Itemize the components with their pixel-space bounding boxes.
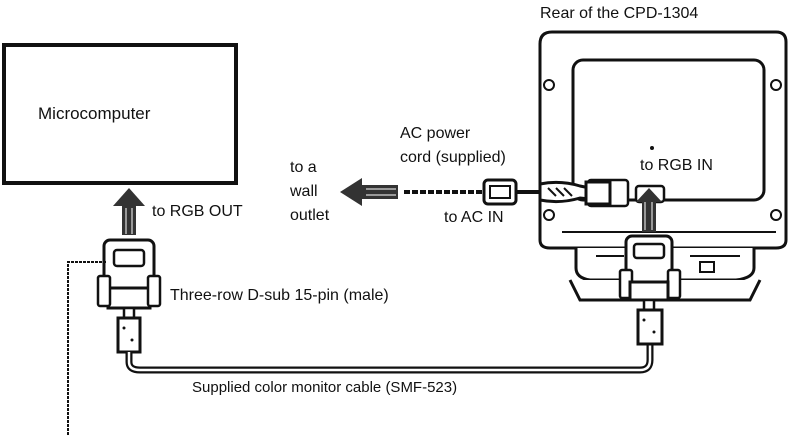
wall-outlet-line-2: wall [290, 183, 318, 200]
rgb-out-label: to RGB OUT [152, 203, 243, 220]
microcomputer-box [2, 43, 238, 185]
right-dsub-connector [618, 188, 682, 346]
power-cord-line-2: cord (supplied) [400, 149, 506, 166]
connector-label: Three-row D-sub 15-pin (male) [170, 287, 389, 304]
left-dsub-connector [96, 238, 162, 354]
wall-outlet-line-1: to a [290, 159, 317, 176]
leader-line [67, 261, 106, 436]
power-cord-line-1: AC power [400, 125, 471, 142]
microcomputer-label: Microcomputer [38, 104, 151, 123]
ac-power-plug [482, 178, 612, 206]
rgb-out-arrow [113, 188, 145, 235]
wall-outlet-arrow [340, 178, 398, 206]
cable-label: Supplied color monitor cable (SMF-523) [192, 379, 458, 396]
monitor-cable [125, 344, 654, 374]
ac-in-label: to AC IN [444, 209, 504, 226]
rgb-in-label: to RGB IN [640, 157, 713, 174]
monitor-title: Rear of the CPD-1304 [540, 5, 699, 22]
wall-outlet-line-3: outlet [290, 207, 330, 224]
